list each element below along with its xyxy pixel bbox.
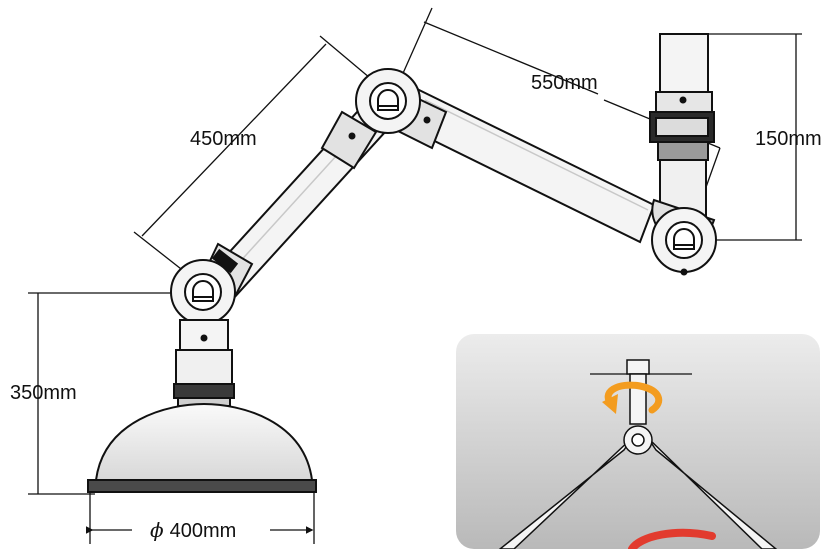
dimension-label-150mm: 150mm [755,128,822,150]
rotation-arrow-icon [602,381,663,414]
swivel-joint-bottom [170,259,236,325]
rotation-inset [456,334,820,549]
dimension-label-350mm: 350mm [10,382,77,404]
dimension-label-450mm: 450mm [190,128,257,150]
rotation-arrow-lower-icon [628,528,716,549]
swivel-joint-top [355,68,421,134]
hood [87,319,317,493]
diameter-symbol: ϕ [150,518,164,542]
swivel-joint-right [651,198,717,276]
ceiling-mount [649,33,715,221]
upper-arm [390,86,656,244]
dimension-label-550mm: 550mm [531,72,598,94]
diameter-value: 400mm [169,520,237,542]
